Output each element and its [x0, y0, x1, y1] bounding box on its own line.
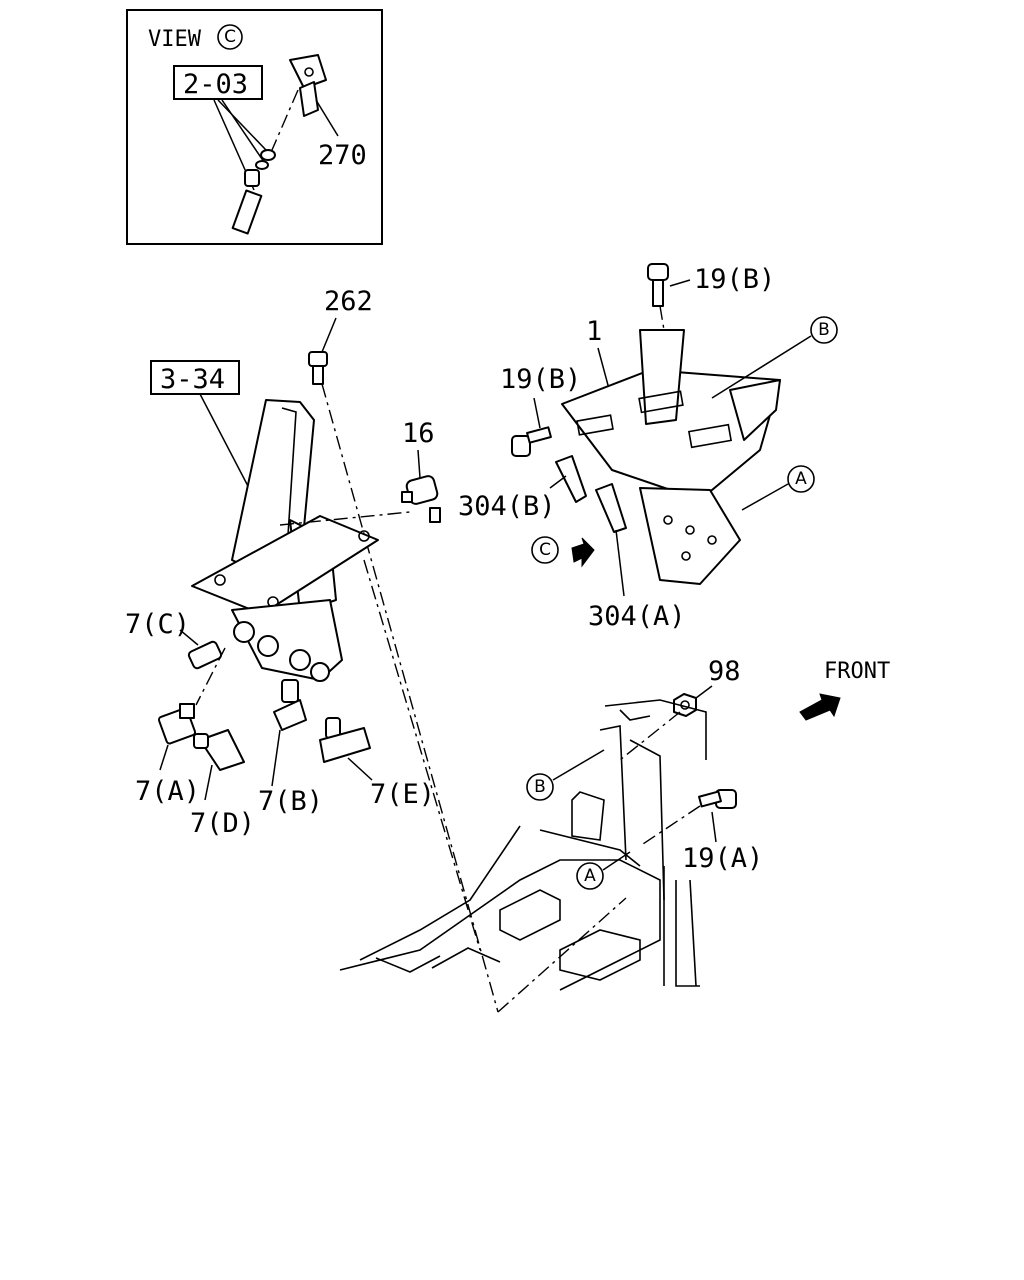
- label-270: 270: [318, 140, 367, 171]
- pedal-assembly: 3-34 262 16: [125, 286, 499, 1013]
- ref-label-2-03: 2-03: [183, 69, 248, 100]
- front-label: FRONT: [824, 659, 890, 684]
- valve-body-shape: [231, 599, 343, 682]
- bracket-270-shape: [289, 54, 327, 117]
- fitting-7c-shape: [187, 640, 223, 670]
- fitting-7a-shape: [157, 703, 197, 745]
- svg-text:C: C: [539, 540, 551, 560]
- label-19b-side: 19(B): [500, 364, 581, 395]
- view-title: VIEW: [148, 27, 202, 52]
- front-arrow-icon: [799, 693, 841, 721]
- bolt-19b-top-shape: [647, 263, 669, 307]
- fitting-7b-shape: [273, 679, 307, 731]
- ref-box-2-03: [173, 65, 263, 100]
- clip-304a-shape: [595, 483, 627, 533]
- label-7a: 7(A): [135, 776, 200, 807]
- svg-text:B: B: [534, 777, 546, 797]
- svg-text:A: A: [584, 866, 596, 886]
- svg-text:A: A: [795, 469, 807, 489]
- label-7e: 7(E): [370, 779, 435, 810]
- view-c-arrow-icon: [571, 537, 595, 568]
- bracket-frame-shape: [561, 329, 781, 585]
- view-title-circle: C: [217, 24, 243, 50]
- svg-text:C: C: [224, 27, 236, 47]
- circle-a-floor: A: [576, 862, 604, 890]
- label-19a: 19(A): [682, 843, 763, 874]
- circle-a-bracket: A: [787, 465, 815, 493]
- bracket-assembly: 19(B) 1 B A 19(B): [458, 263, 838, 632]
- ref-label-3-34: 3-34: [160, 364, 225, 395]
- bolt-19a-shape: [698, 789, 737, 809]
- fitting-7e-shape: [319, 717, 371, 763]
- switch-sensor-shape: [231, 149, 276, 235]
- floor-assembly: 98 FRONT B: [339, 559, 890, 1013]
- svg-text:B: B: [818, 320, 830, 340]
- label-7b: 7(B): [258, 786, 323, 817]
- label-16: 16: [402, 418, 435, 449]
- view-c-arrow-circle: C: [531, 536, 559, 564]
- sensor-16-shape: [401, 475, 441, 523]
- label-304b: 304(B): [458, 491, 556, 522]
- ref-box-3-34: [150, 360, 240, 395]
- label-7c: 7(C): [125, 609, 190, 640]
- label-19b-top: 19(B): [694, 264, 775, 295]
- view-c-inset: VIEW C 2-03 270: [126, 9, 383, 245]
- bolt-262-shape: [308, 351, 328, 385]
- base-plate-shape: [191, 515, 379, 615]
- label-304a: 304(A): [588, 601, 686, 632]
- label-98: 98: [708, 656, 741, 687]
- bolt-19b-side-shape: [511, 426, 552, 457]
- circle-b-bracket: B: [810, 316, 838, 344]
- label-262: 262: [324, 286, 373, 317]
- label-1: 1: [586, 316, 602, 347]
- clip-304b-shape: [555, 455, 587, 503]
- label-7d: 7(D): [190, 808, 255, 839]
- fitting-7d-shape: [193, 729, 245, 771]
- circle-b-floor: B: [526, 773, 554, 801]
- floor-panel-shape: [339, 699, 707, 991]
